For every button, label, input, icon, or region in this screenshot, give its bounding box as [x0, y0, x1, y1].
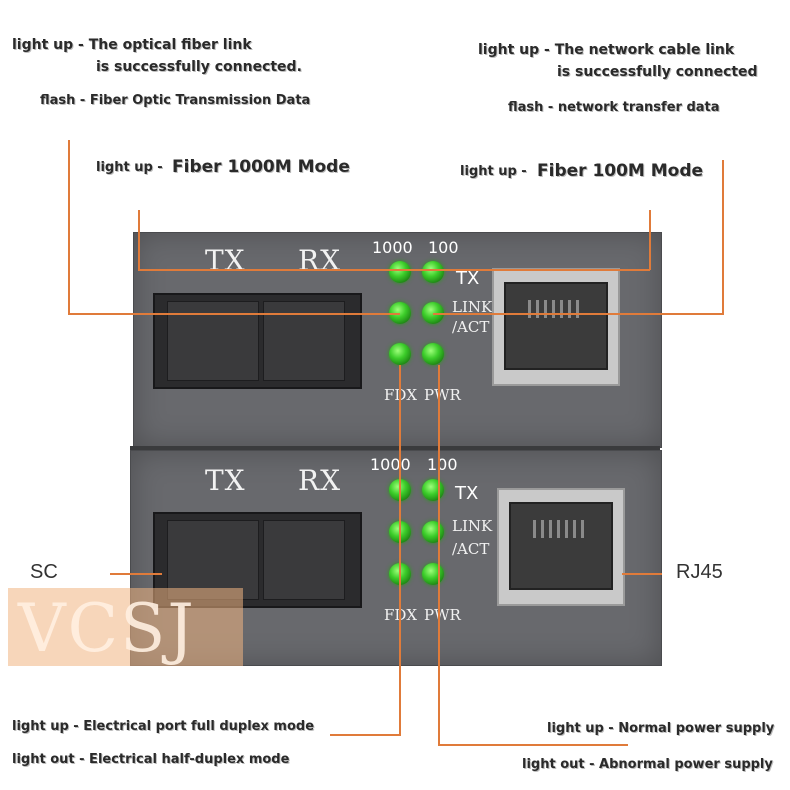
upper-link-label: LINK: [452, 298, 493, 316]
fiber-100-prefix: light up -: [460, 164, 527, 179]
lower-link-label: LINK: [452, 517, 493, 535]
net-link-note-line2: is successfully connected: [557, 64, 758, 80]
upper-tx-label: TX: [205, 244, 246, 277]
leader-fiber-link-vertical: [68, 140, 70, 314]
fiber-flash-note: flash - Fiber Optic Transmission Data: [40, 93, 311, 108]
leader-fdx-horizontal: [330, 734, 401, 736]
lower-led-100: [422, 479, 444, 501]
upper-led-fdx: [389, 343, 411, 365]
upper-pwr-label: PWR: [424, 386, 461, 404]
leader-pwr-horizontal: [438, 744, 628, 746]
leader-fdx-vertical: [399, 365, 401, 735]
net-link-note-line1: light up - The network cable link: [478, 42, 735, 58]
leader-rj45: [622, 573, 662, 575]
rj45-label: RJ45: [676, 561, 723, 583]
upper-led-fiber-link: [389, 302, 411, 324]
upper-port-tx: TX: [456, 268, 480, 289]
upper-led-1000: [389, 261, 411, 283]
lower-pwr-label: PWR: [424, 606, 461, 624]
leader-speed-horizontal: [138, 269, 650, 271]
lower-rj45-port: [497, 488, 625, 606]
net-flash-note: flash - network transfer data: [508, 100, 720, 115]
lower-act-label: /ACT: [452, 540, 490, 558]
leader-sc: [110, 573, 162, 575]
lower-tx-label: TX: [205, 464, 246, 497]
pwr-off-note: light out - Abnormal power supply: [522, 757, 773, 772]
upper-rx-label: RX: [298, 244, 342, 277]
leader-net-link-horizontal: [433, 313, 723, 315]
upper-sc-port: [153, 293, 362, 389]
fiber-1000-mode: Fiber 1000M Mode: [172, 157, 350, 177]
watermark-logo: VCSJ: [8, 588, 243, 667]
fiber-1000-prefix: light up -: [96, 160, 163, 175]
upper-speed-1000: 1000: [372, 238, 413, 257]
lower-speed-1000: 1000: [370, 455, 411, 474]
leader-100-vertical: [649, 210, 651, 270]
fiber-100-mode: Fiber 100M Mode: [537, 161, 704, 181]
lower-port-tx: TX: [455, 483, 479, 504]
leader-pwr-vertical: [438, 365, 440, 745]
lower-speed-100: 100: [427, 455, 458, 474]
upper-act-label: /ACT: [452, 318, 490, 336]
upper-speed-100: 100: [428, 238, 459, 257]
upper-led-100: [422, 261, 444, 283]
upper-led-pwr: [422, 343, 444, 365]
upper-rj45-port: [492, 268, 620, 386]
leader-fiber-link-horizontal: [68, 313, 400, 315]
lower-led-pwr: [422, 563, 444, 585]
fiber-link-note-line1: light up - The optical fiber link: [12, 37, 252, 53]
fiber-link-note-line2: is successfully connected.: [96, 59, 302, 75]
fdx-on-note: light up - Electrical port full duplex m…: [12, 719, 315, 734]
pwr-on-note: light up - Normal power supply: [547, 721, 775, 736]
fdx-off-note: light out - Electrical half-duplex mode: [12, 752, 290, 767]
leader-1000-vertical: [138, 210, 140, 270]
lower-rx-label: RX: [298, 464, 342, 497]
unit-seam: [130, 446, 660, 450]
lower-led-net-link: [422, 521, 444, 543]
sc-label: SC: [30, 561, 58, 583]
leader-net-link-vertical: [722, 160, 724, 315]
